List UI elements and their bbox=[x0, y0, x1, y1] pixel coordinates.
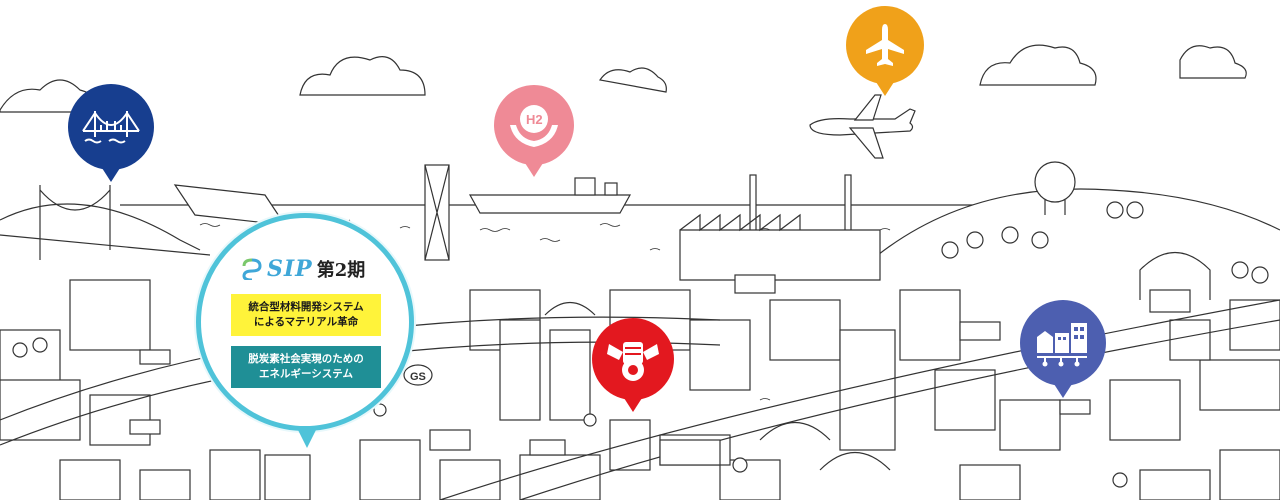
arch-bridge bbox=[544, 301, 596, 316]
airplane-drawing bbox=[809, 94, 916, 159]
materials-button-line1: 統合型材料開発システム bbox=[248, 301, 364, 313]
cloud bbox=[299, 56, 426, 96]
bridge-drawing bbox=[0, 185, 211, 260]
bridge-pin[interactable] bbox=[68, 84, 154, 170]
hydrogen-pin[interactable]: H2 bbox=[494, 85, 574, 165]
hydrogen-hands-icon: H2 bbox=[510, 105, 558, 147]
arch-bridge bbox=[819, 451, 891, 471]
road bbox=[519, 319, 1280, 500]
gas-station-sign bbox=[403, 364, 433, 386]
trees bbox=[12, 201, 1269, 488]
decarbonization-energy-button[interactable]: 脱炭素社会実現のための エネルギーシステム bbox=[231, 346, 381, 388]
sip-phase-label: 第2期 bbox=[316, 260, 366, 281]
energy-button-line2: エネルギーシステム bbox=[259, 368, 353, 380]
factory bbox=[679, 229, 881, 281]
airplane-pin[interactable] bbox=[846, 6, 924, 84]
radar-dome bbox=[1034, 161, 1076, 203]
bridge-icon bbox=[82, 111, 140, 144]
sip-panel: SIP 第2期 統合型材料開発システム によるマテリアル革命 脱炭素社会実現のた… bbox=[196, 213, 414, 448]
hydrogen-label: H2 bbox=[526, 112, 543, 127]
vehicles bbox=[129, 274, 1191, 466]
smart-city-pin[interactable] bbox=[1020, 300, 1106, 386]
airplane-icon bbox=[866, 24, 904, 66]
sip-logo: SIP 第2期 bbox=[241, 256, 365, 282]
materials-revolution-button[interactable]: 統合型材料開発システム によるマテリアル革命 bbox=[231, 294, 381, 336]
tunnel bbox=[1139, 251, 1211, 300]
engine-pin[interactable] bbox=[592, 318, 674, 400]
sip-logo-text: SIP bbox=[267, 256, 313, 282]
cloud bbox=[979, 44, 1097, 86]
arch-bridge bbox=[759, 421, 831, 441]
materials-button-line2: によるマテリアル革命 bbox=[253, 316, 359, 328]
ship bbox=[468, 194, 632, 214]
gas-station-label: GS bbox=[410, 371, 426, 383]
road bbox=[439, 299, 1280, 500]
energy-button-line1: 脱炭素社会実現のための bbox=[248, 353, 364, 365]
engine-icon bbox=[607, 342, 659, 381]
sip-symbol-icon bbox=[242, 258, 262, 280]
hill bbox=[859, 188, 1280, 271]
buildings-icon bbox=[1037, 323, 1087, 367]
cloud bbox=[598, 67, 667, 93]
cloud bbox=[1179, 45, 1247, 79]
